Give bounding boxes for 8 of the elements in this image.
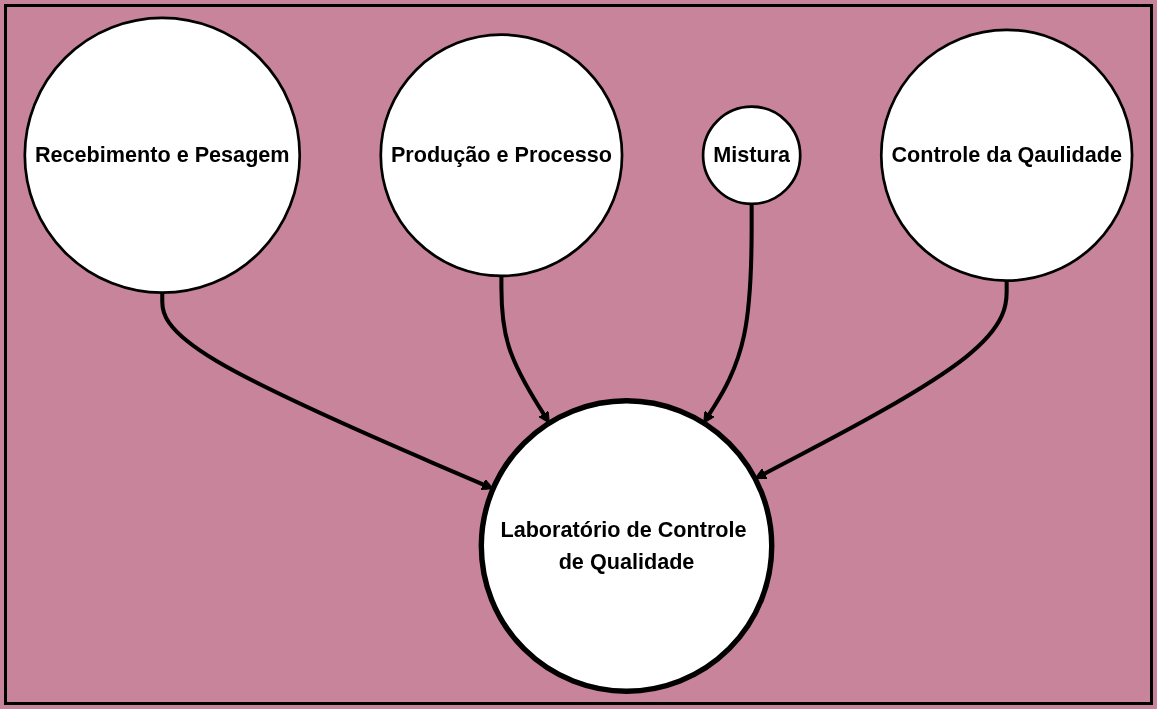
node-circle: Mistura bbox=[701, 105, 802, 206]
arrow bbox=[754, 280, 1009, 480]
arrow bbox=[499, 275, 550, 424]
node-circle: Produção e Processo bbox=[379, 33, 624, 278]
node-circle: Laboratório de Controle de Qualidade bbox=[478, 398, 775, 694]
node-circle: Controle da Qaulidade bbox=[879, 28, 1134, 283]
arrow bbox=[703, 203, 754, 424]
node-circle: Recebimento e Pesagem bbox=[23, 16, 302, 295]
